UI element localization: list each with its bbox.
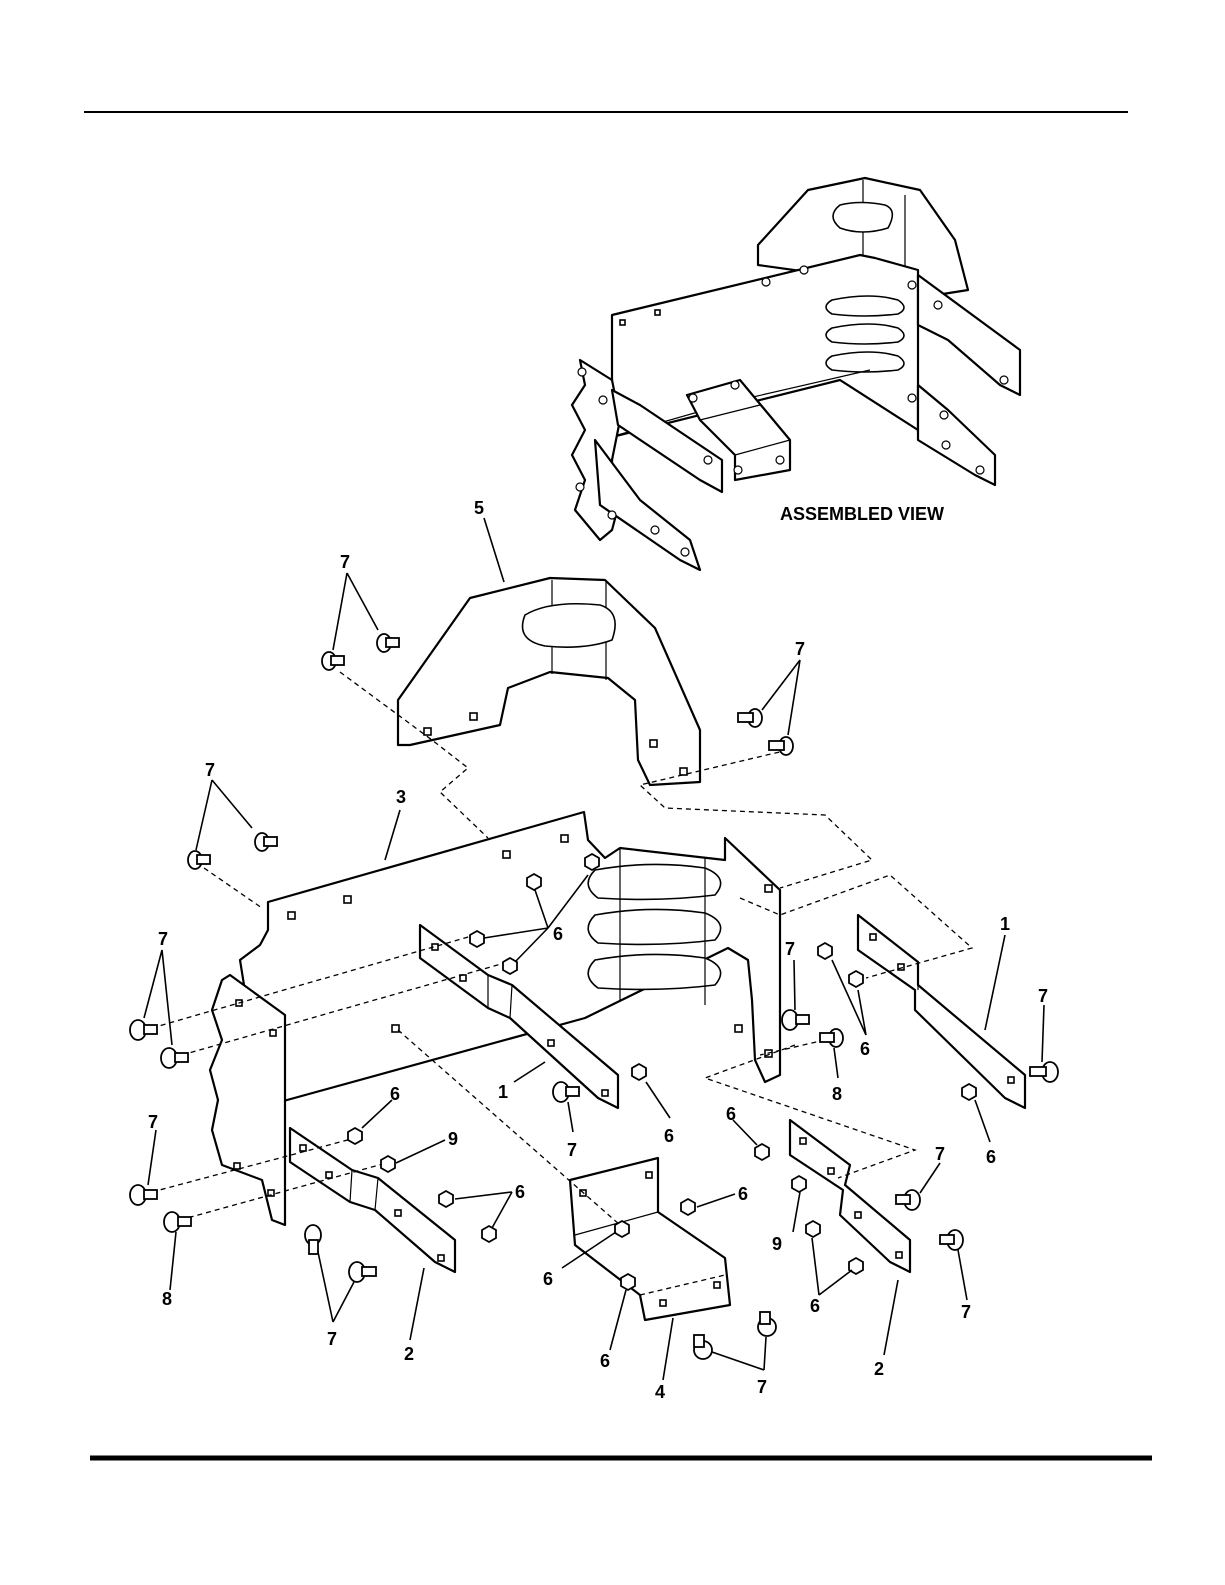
nut-9b <box>792 1176 806 1192</box>
callout-6: 6 <box>664 1126 674 1146</box>
callout-6: 6 <box>726 1104 736 1124</box>
callout-6: 6 <box>738 1184 748 1204</box>
bolt-8b <box>820 1029 843 1047</box>
nut-6c <box>470 931 484 947</box>
nut-6e <box>818 943 832 959</box>
callout-6: 6 <box>543 1269 553 1289</box>
nut-6h <box>962 1084 976 1100</box>
callout-6: 6 <box>810 1296 820 1316</box>
bolt-7c <box>738 709 762 727</box>
left-side-plate <box>210 975 285 1225</box>
callout-7: 7 <box>205 760 215 780</box>
nut-6a <box>585 854 599 870</box>
nut-9a <box>381 1156 395 1172</box>
callout-7: 7 <box>327 1329 337 1349</box>
callout-7: 7 <box>567 1140 577 1160</box>
callout-2: 2 <box>874 1359 884 1379</box>
bolt-7p <box>940 1230 963 1250</box>
callout-7: 7 <box>935 1144 945 1164</box>
part-1-right-bracket <box>858 915 1025 1108</box>
callout-7: 7 <box>148 1112 158 1132</box>
nut-6i <box>348 1128 362 1144</box>
callout-7: 7 <box>340 552 350 572</box>
callout-7: 7 <box>785 939 795 959</box>
callout-7: 7 <box>1038 986 1048 1006</box>
part-4-center-bracket <box>570 1158 730 1320</box>
bolt-7e <box>188 851 210 869</box>
callout-7: 7 <box>795 639 805 659</box>
bolt-7m <box>305 1225 321 1254</box>
callout-9: 9 <box>448 1129 458 1149</box>
bolt-7d <box>769 737 793 755</box>
callout-3: 3 <box>396 787 406 807</box>
nut-6m <box>681 1199 695 1215</box>
bolt-7f <box>255 833 277 851</box>
bolt-7h <box>161 1048 188 1068</box>
bolt-7l <box>1030 1062 1058 1082</box>
callout-7: 7 <box>158 929 168 949</box>
callout-1: 1 <box>498 1082 508 1102</box>
callout-6: 6 <box>553 924 563 944</box>
bolt-7i <box>130 1185 157 1205</box>
callout-6: 6 <box>600 1351 610 1371</box>
callout-2: 2 <box>404 1344 414 1364</box>
nut-6b <box>527 874 541 890</box>
callout-5: 5 <box>474 498 484 518</box>
nut-6f <box>849 971 863 987</box>
bolt-7r <box>758 1312 776 1336</box>
callout-6: 6 <box>390 1084 400 1104</box>
callout-6: 6 <box>860 1039 870 1059</box>
nut-6l <box>482 1226 496 1242</box>
nut-6p <box>806 1221 820 1237</box>
callout-8: 8 <box>832 1084 842 1104</box>
nut-6o <box>621 1274 635 1290</box>
callout-4: 4 <box>655 1382 665 1402</box>
bolt-7n <box>349 1262 376 1282</box>
callout-6: 6 <box>986 1147 996 1167</box>
bolt-7o <box>896 1190 920 1210</box>
callout-7: 7 <box>757 1377 767 1397</box>
bolt-7b <box>377 634 399 652</box>
callout-1: 1 <box>1000 914 1010 934</box>
nut-6n <box>615 1221 629 1237</box>
nut-6j <box>755 1144 769 1160</box>
bolt-7g <box>130 1020 157 1040</box>
nut-6k <box>439 1191 453 1207</box>
bolt-8a <box>164 1212 191 1232</box>
bolt-7k <box>782 1010 809 1030</box>
part-5-rear-hood <box>398 578 700 785</box>
callout-7: 7 <box>961 1302 971 1322</box>
callout-8: 8 <box>162 1289 172 1309</box>
part-2-right-bracket <box>790 1120 910 1272</box>
bolt-7a <box>322 652 344 670</box>
bolt-7q <box>694 1335 712 1359</box>
assembled-view-caption: ASSEMBLED VIEW <box>780 504 944 524</box>
callout-9: 9 <box>772 1234 782 1254</box>
nut-6d <box>503 958 517 974</box>
callout-6: 6 <box>515 1182 525 1202</box>
nut-6g <box>632 1064 646 1080</box>
bolt-7j <box>553 1082 579 1102</box>
